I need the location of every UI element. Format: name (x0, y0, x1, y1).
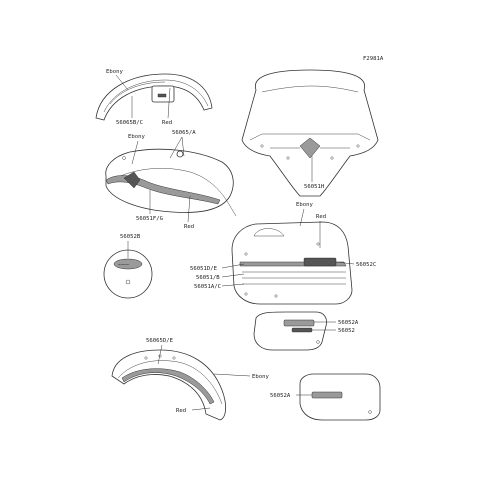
label-rear-fender-part: 56065D/E (146, 338, 174, 344)
label-saddlebag-part-de: 56051D/E (190, 266, 218, 272)
leader-front-fender-ebony (115, 74, 129, 91)
label-saddlebag-part-c: 56052C (356, 262, 376, 268)
label-side-cover-part-a: 56052A (338, 320, 359, 326)
windshield (241, 69, 379, 197)
label-front-fender-ebony: Ebony (106, 69, 123, 75)
label-side-cover-part: 56052 (338, 328, 355, 334)
label-saddlebag-red: Red (316, 214, 326, 220)
label-cover-part: 56052B (120, 234, 141, 240)
leader-tank-ebony (131, 140, 139, 165)
label-saddlebag-part-ac: 56051A/C (194, 284, 221, 290)
leader-saddlebag-part-c (335, 261, 355, 265)
label-rear-fender-ebony: Ebony (252, 374, 269, 380)
leader-saddlebag-part-ac (221, 283, 245, 287)
round-cover: ~~~~ (103, 249, 153, 299)
leader-saddlebag-part-de (221, 263, 245, 269)
label-rear-fender-red: Red (176, 408, 186, 414)
label-tank-part-fg: 56051F/G (136, 216, 164, 222)
side-cover-upper (253, 311, 327, 351)
rear-fender (111, 349, 226, 421)
leader-rear-fender-part (157, 344, 163, 365)
label-windshield-part: 56051H (304, 184, 324, 190)
svg-text:~~~~: ~~~~ (118, 263, 129, 268)
leader-tank-red (187, 195, 191, 223)
label-front-fender-red: Red (162, 120, 172, 126)
label-saddlebag-ebony: Ebony (296, 202, 313, 208)
saddlebag (231, 221, 353, 305)
figure-id: F2981A (363, 56, 384, 62)
leader-saddlebag-ebony (299, 208, 305, 227)
leader-saddlebag-part-b (221, 273, 245, 278)
label-saddlebag-part-b: 56051/B (196, 275, 220, 281)
front-fender (95, 73, 213, 121)
label-tank-red: Red (184, 224, 194, 230)
label-tank-part-a: 56065/A (172, 130, 196, 136)
leader-rear-fender-red (191, 407, 211, 411)
side-cover-lower (299, 373, 381, 421)
leader-tank-part-a (169, 136, 185, 159)
fuel-tank (105, 148, 237, 217)
label-tank-ebony: Ebony (128, 134, 145, 140)
label-side-cover2-part: 56052A (270, 393, 291, 399)
leader-rear-fender-ebony (213, 373, 251, 377)
leader-front-fender-red (167, 87, 171, 119)
label-front-fender-part: 56065B/C (116, 120, 143, 126)
